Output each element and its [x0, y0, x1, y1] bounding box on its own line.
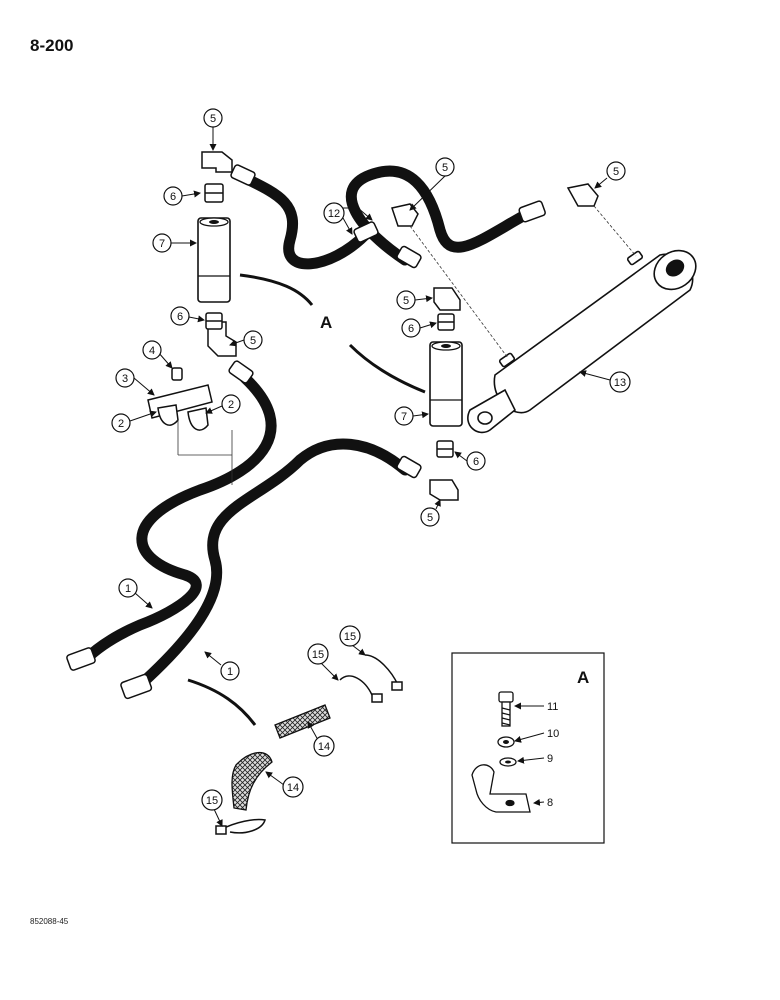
callout-15: 15: [344, 631, 356, 643]
flat-washer: [499, 757, 517, 767]
callout-6: 6: [177, 311, 183, 323]
elbow-fitting: [391, 183, 599, 501]
hose-ferrule: [66, 164, 546, 700]
callout-6: 6: [473, 456, 479, 468]
inset-title: A: [577, 668, 589, 687]
cap-screw: [498, 691, 514, 727]
callout-7: 7: [401, 411, 407, 423]
callout-numbers: 5 6 7 6 5 4 3 2 2 12 5 5 5 6 7 6 5 13 1 …: [118, 113, 626, 807]
spacer-tube-left: [197, 217, 231, 303]
hose-upper-left: [239, 172, 371, 270]
callout-5: 5: [613, 166, 619, 178]
callout-6: 6: [408, 323, 414, 335]
clamp-guide-lines: [177, 420, 233, 485]
view-a-pointer-arcs: [187, 273, 426, 726]
callout-3: 3: [122, 373, 128, 385]
callout-7: 7: [159, 238, 165, 250]
callout-1: 1: [227, 666, 233, 678]
adapter-fitting: [436, 313, 455, 458]
cable-tie: [215, 654, 403, 835]
callout-12: 12: [328, 208, 340, 220]
inset-detail-a: A 11 10 9 8: [451, 652, 605, 844]
callout-13: 13: [614, 377, 626, 389]
callout-14: 14: [318, 741, 330, 753]
hose-clamp-assembly: [147, 367, 213, 431]
callout-4: 4: [149, 345, 155, 357]
callout-5: 5: [442, 162, 448, 174]
lock-washer: [497, 736, 515, 748]
tube-clamp: [471, 764, 531, 813]
hose-right-lower: [134, 438, 411, 691]
inset-label-clamp: 8: [547, 797, 553, 809]
callout-1: 1: [125, 583, 131, 595]
callout-5: 5: [403, 295, 409, 307]
callout-2: 2: [118, 418, 124, 430]
callout-bubbles: [111, 108, 631, 811]
inset-label-lockwasher: 10: [547, 728, 559, 740]
spacer-tube-right: [429, 341, 463, 427]
callout-14: 14: [287, 782, 299, 794]
inset-label-washer: 9: [547, 753, 553, 765]
inset-leaders: [514, 702, 545, 806]
callout-5: 5: [427, 512, 433, 524]
callout-5: 5: [210, 113, 216, 125]
view-a-label: A: [320, 313, 332, 332]
hydraulic-cylinder: [467, 249, 697, 434]
cylinder-port-guide-lines: [409, 205, 637, 359]
callout-6: 6: [170, 191, 176, 203]
callout-15: 15: [206, 795, 218, 807]
document-code: 852088-45: [30, 917, 69, 926]
callout-5: 5: [250, 335, 256, 347]
inset-label-bolt: 11: [547, 701, 558, 713]
hose-left-lower: [79, 372, 277, 666]
elbow-fitting: [201, 151, 237, 357]
hose-upper-right: [345, 165, 531, 266]
callout-2: 2: [228, 399, 234, 411]
callout-15: 15: [312, 649, 324, 661]
page-number: 8-200: [30, 36, 74, 55]
heat-sleeve: [231, 704, 331, 811]
adapter-fitting: [204, 183, 224, 330]
